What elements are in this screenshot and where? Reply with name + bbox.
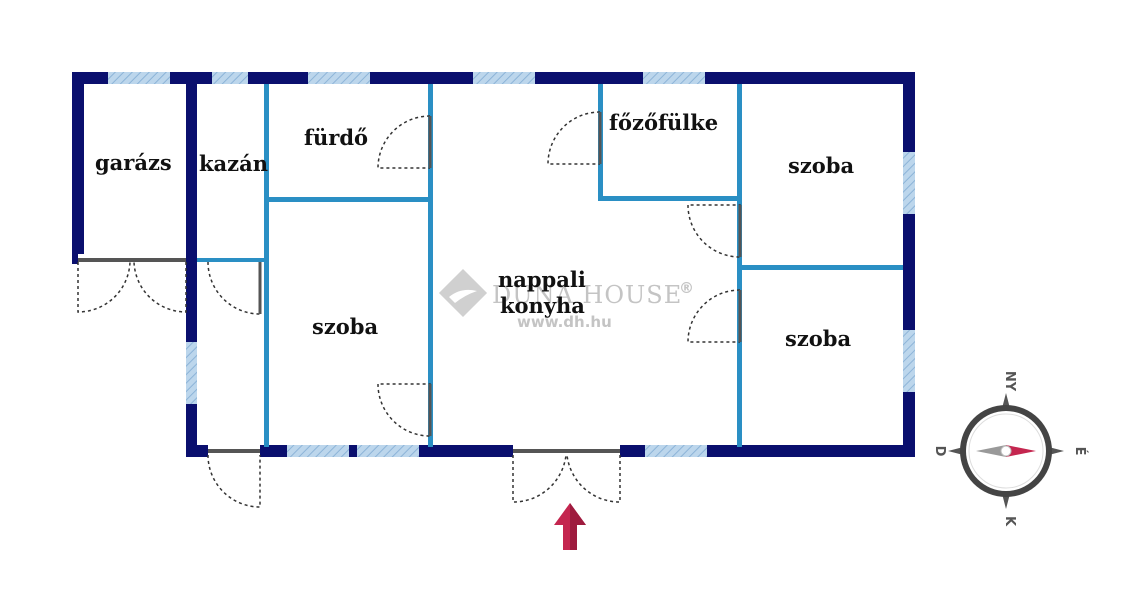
window — [645, 445, 707, 457]
door-garage-right-arc — [133, 261, 187, 313]
door-furdo-arc — [377, 115, 431, 169]
watermark-url: www.dh.hu — [517, 313, 612, 331]
window — [108, 72, 170, 84]
door-side-arc — [207, 454, 261, 508]
window — [357, 445, 419, 457]
window — [473, 72, 535, 84]
label-garazs: garázs — [95, 150, 172, 175]
compass-south: K — [1002, 516, 1017, 527]
door-bedroom2-arc — [687, 289, 741, 343]
door-kazan-arc — [207, 261, 261, 315]
entrance-arrow-icon — [554, 503, 586, 550]
room-labels: garázs kazán fürdő főzőfülke szoba nappa… — [95, 110, 854, 351]
window — [903, 330, 915, 392]
wall-furdo-bottom — [264, 197, 433, 202]
watermark-logo-icon — [438, 268, 488, 318]
window — [287, 445, 349, 457]
wall-furdo-right — [428, 84, 433, 447]
compass-north: NY — [1002, 371, 1017, 392]
wall-kazan-right — [264, 84, 269, 447]
window — [308, 72, 370, 84]
window — [186, 342, 197, 404]
label-fozofulke: főzőfülke — [609, 110, 718, 135]
door-frames — [78, 258, 620, 453]
entrance-frame — [513, 449, 620, 453]
outer-walls — [72, 72, 915, 457]
window — [643, 72, 705, 84]
wall-bedroom-divider — [737, 265, 903, 270]
label-szoba-bottom-right: szoba — [785, 326, 851, 351]
garage-door-frame — [78, 258, 186, 262]
door-leaves — [258, 112, 742, 436]
window — [212, 72, 248, 84]
interior-doors — [77, 111, 741, 508]
wall-fozofulke-bottom — [598, 196, 740, 201]
wall-right — [903, 72, 915, 457]
door-szoba-arc — [377, 383, 431, 437]
label-furdo: fürdő — [304, 125, 368, 150]
side-door-frame — [208, 449, 260, 453]
label-nappali: nappali — [498, 267, 586, 292]
windows — [108, 72, 915, 457]
door-fozofulke-arc — [547, 111, 601, 165]
compass-east: É — [1072, 447, 1088, 456]
door-bedroom1-arc — [687, 204, 741, 258]
wall-garage-right — [186, 72, 197, 457]
compass-icon: NY É K D — [932, 371, 1088, 527]
watermark-registered: ® — [679, 279, 694, 297]
door-garage-left-arc — [77, 261, 131, 313]
door-entrance-right-arc — [566, 454, 621, 503]
wall-garage-left — [72, 72, 84, 264]
door-entrance-left-arc — [512, 454, 567, 503]
label-konyha: konyha — [500, 293, 585, 318]
compass-west: D — [932, 446, 947, 457]
wall-kazan-bottom — [197, 258, 264, 262]
label-szoba-left: szoba — [312, 314, 378, 339]
watermark: DUNA HOUSE ® www.dh.hu — [438, 268, 694, 331]
label-kazan: kazán — [199, 151, 268, 176]
window — [903, 152, 915, 214]
watermark-brand: DUNA HOUSE — [492, 281, 682, 309]
inner-walls — [197, 84, 903, 447]
label-szoba-top-right: szoba — [788, 153, 854, 178]
